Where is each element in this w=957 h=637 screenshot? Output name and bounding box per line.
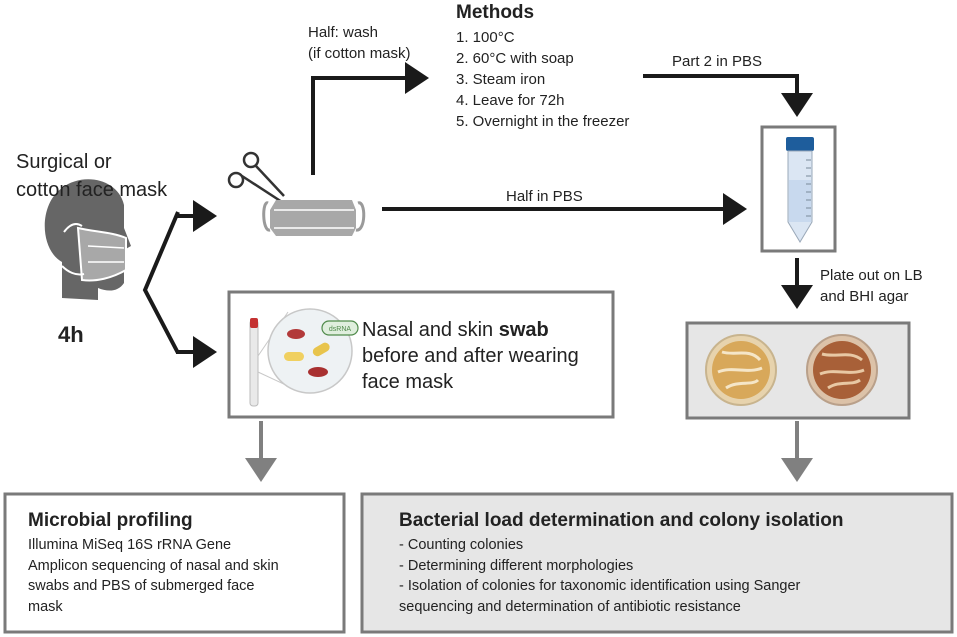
microbial-line: Illumina MiSeq 16S rRNA Gene [28,537,232,553]
methods-item: 1. 100°C [456,29,515,46]
head-icon [44,179,132,300]
half-pbs-label: Half in PBS [506,188,583,205]
half-wash-line1: Half: wash [308,24,379,41]
swab-illustration: dsRNA [249,308,359,407]
methods-item: 5. Overnight in the freezer [456,113,630,130]
microbial-line: swabs and PBS of submerged face [28,578,255,594]
methods-list: 1. 100°C 2. 60°C with soap 3. Steam iron… [456,27,629,132]
bacterial-title: Bacterial load determination and colony … [399,510,844,531]
plate-out-line1: Plate out on LB [820,267,923,284]
pbs-tube-box [760,125,837,253]
methods-item: 4. Leave for 72h [456,92,565,109]
part2-label: Part 2 in PBS [672,53,763,70]
swab-line1: Nasal and skin swab [362,317,579,343]
bacterial-line: - Counting colonies [399,537,524,553]
bacterial-line: - Determining different morphologies [399,557,634,574]
methods-item: 2. 60°C with soap [456,50,574,67]
bacterial-body: - Counting colonies - Determining differ… [399,535,939,617]
swab-line3: face mask [362,371,454,393]
mask-label-line1: Surgical or [16,151,112,173]
plate-out-line2: and BHI agar [820,288,909,305]
half-wash-arrow [311,62,429,175]
microbial-title: Microbial profiling [28,510,193,531]
part2-arrow [643,74,813,117]
swab-line1-prefix: Nasal and skin [362,319,499,341]
mask-label: Surgical or cotton face mask [16,148,167,204]
half-wash-line2: (if cotton mask) [308,45,411,62]
branch-arrows [142,200,217,368]
microbial-body: Illumina MiSeq 16S rRNA Gene Amplicon se… [28,535,338,617]
face-mask-icon [262,200,366,236]
microbial-line: mask [28,598,63,615]
microbial-profiling: Microbial profiling Illumina MiSeq 16S r… [28,510,338,617]
bacterial-load: Bacterial load determination and colony … [399,510,939,617]
methods-title: Methods [456,2,535,23]
mask-label-line2: cotton face mask [16,179,168,201]
plate-out-label: Plate out on LB and BHI agar [820,265,923,307]
scissors-icon [227,151,285,204]
half-wash-label: Half: wash (if cotton mask) [308,22,411,64]
grey-arrows [245,421,813,482]
methods-item: 3. Steam iron [456,71,546,88]
agar-plates-box [685,321,911,420]
bacterial-load-box [360,492,954,634]
microbial-line: Amplicon sequencing of nasal and skin [28,557,279,574]
swab-line2: before and after wearing [362,345,579,367]
swab-text: Nasal and skin swab before and after wea… [362,317,579,395]
microbial-profiling-box [3,492,346,634]
swab-line1-bold: swab [498,319,549,341]
swab-tube-label: dsRNA [329,326,352,333]
bacterial-line: - Isolation of colonies for taxonomic id… [399,578,801,594]
bacterial-line: sequencing and determination of antibiot… [399,598,741,615]
methods-block: Methods [456,2,534,24]
duration-label: 4h [58,322,84,347]
